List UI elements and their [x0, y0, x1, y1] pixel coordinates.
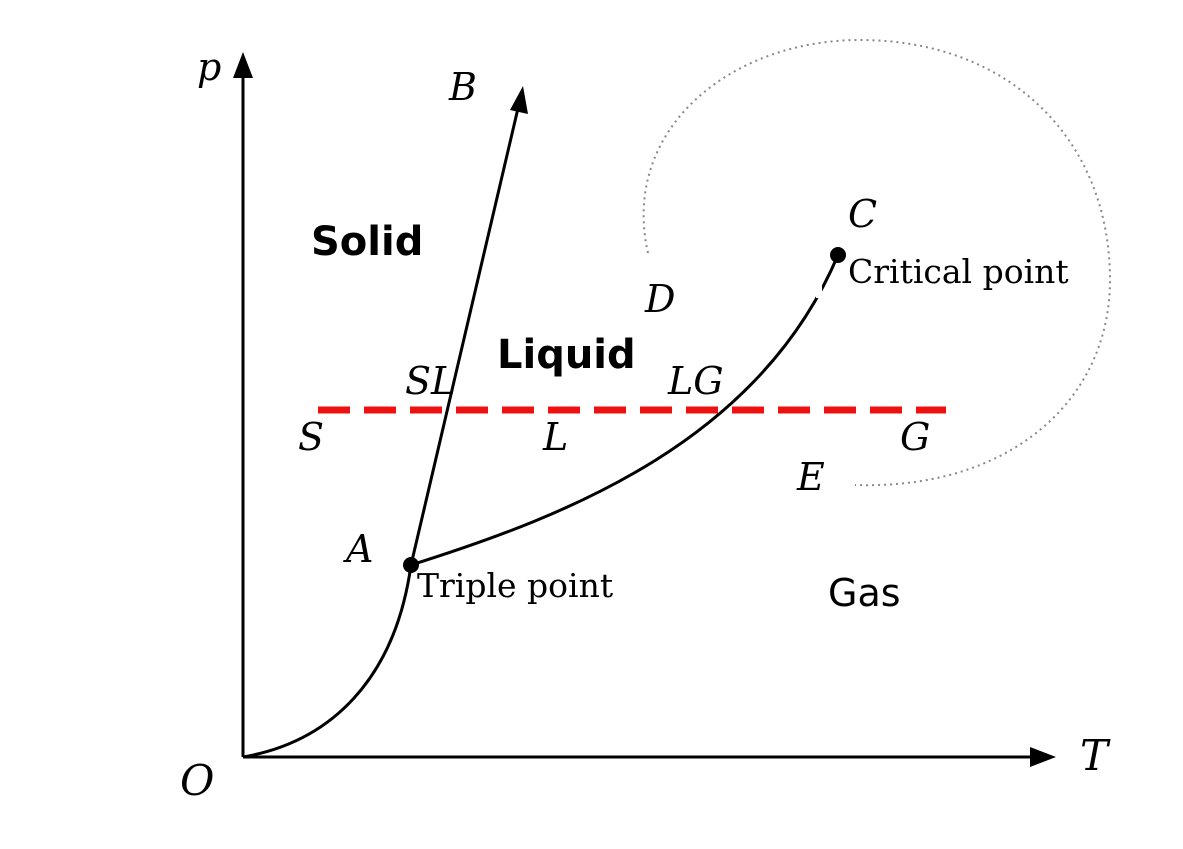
- path-label-lg: LG: [667, 359, 724, 403]
- x-axis-label: T: [1080, 731, 1111, 780]
- y-axis-label: p: [197, 45, 221, 89]
- point-label-a: A: [343, 527, 373, 571]
- region-label-gas: Gas: [828, 571, 901, 615]
- curve-gap-mark: [816, 284, 822, 298]
- point-label-e: E: [796, 455, 825, 499]
- origin-label: O: [180, 756, 214, 805]
- point-label-d: D: [644, 277, 675, 321]
- region-label-liquid: Liquid: [497, 332, 636, 378]
- vaporization-curve: [410, 254, 840, 567]
- path-label-s: S: [298, 415, 324, 459]
- point-label-b: B: [448, 65, 477, 109]
- critical-point-marker: [830, 247, 846, 263]
- y-axis-arrow-icon: [233, 52, 253, 78]
- point-label-c: C: [848, 192, 877, 236]
- triple-point-label: Triple point: [417, 566, 613, 605]
- melting-curve: [409, 103, 521, 566]
- critical-point-label: Critical point: [848, 252, 1069, 291]
- path-label-l: L: [542, 415, 568, 459]
- x-axis-arrow-icon: [1030, 747, 1056, 767]
- sublimation-curve: [242, 564, 413, 759]
- triple-point-marker: [403, 557, 419, 573]
- path-label-g: G: [900, 415, 930, 459]
- path-label-sl: SL: [405, 359, 456, 403]
- region-label-solid: Solid: [311, 219, 423, 265]
- melting-curve-arrow-icon: [510, 86, 528, 114]
